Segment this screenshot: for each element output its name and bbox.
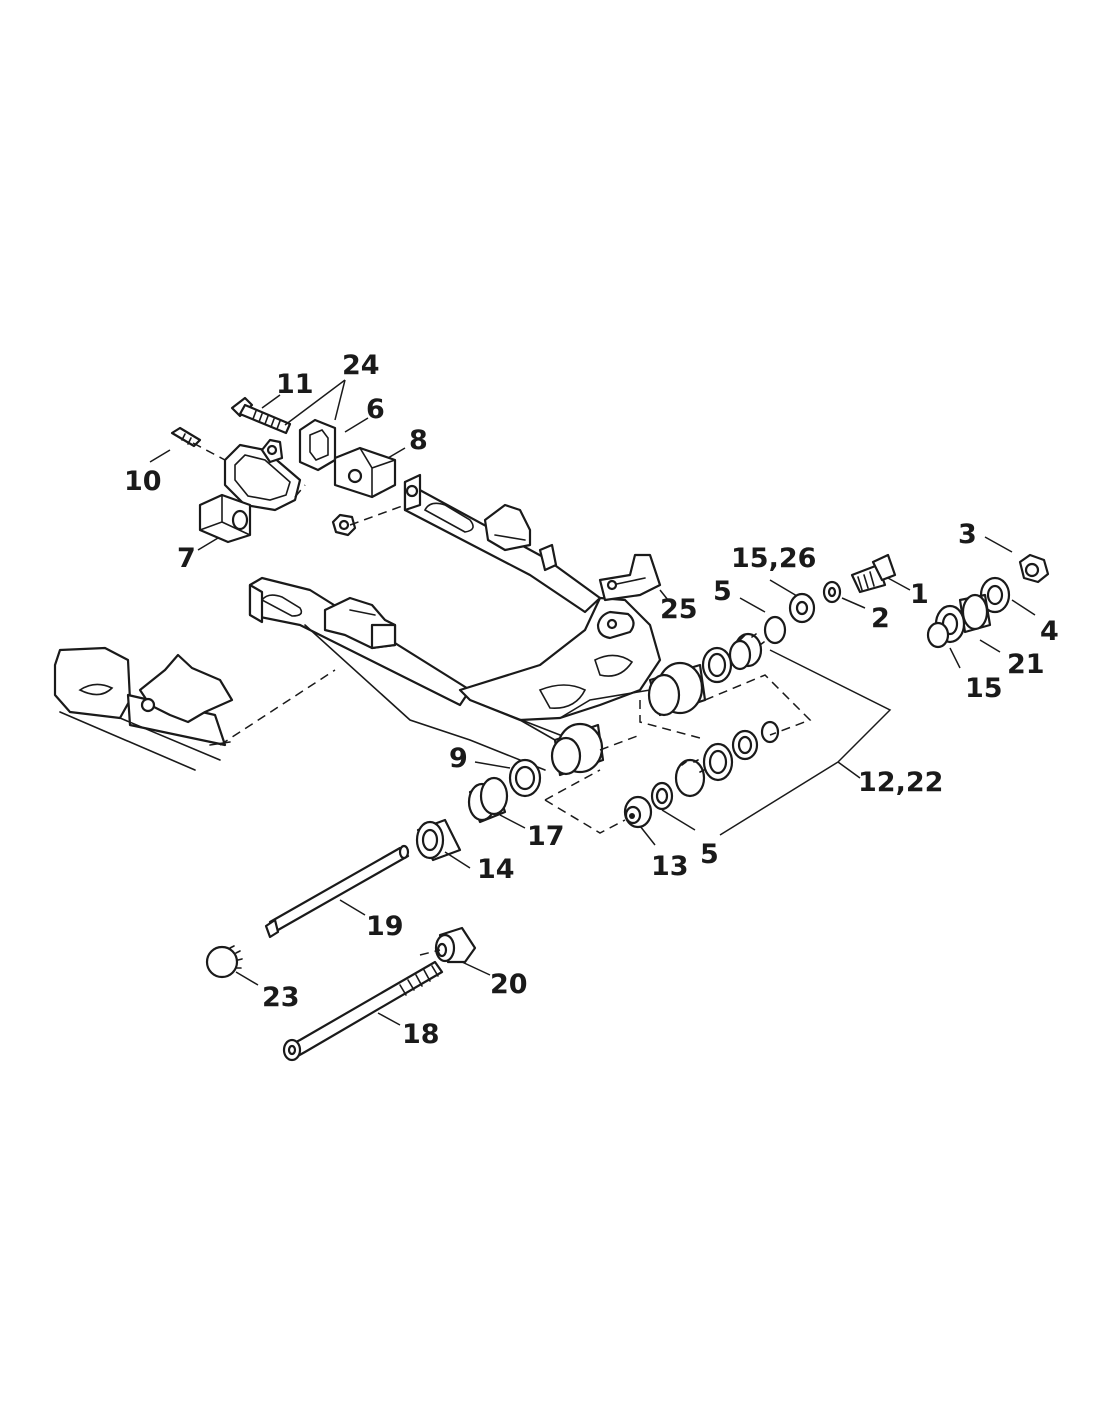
callout-23: 23 <box>262 982 300 1013</box>
callout-17: 17 <box>527 821 565 852</box>
callout-19: 19 <box>366 911 404 942</box>
callout-15-26: 15,26 <box>731 543 816 574</box>
callout-8: 8 <box>409 425 428 456</box>
bracket-25 <box>596 553 662 640</box>
assembly-lines <box>192 442 812 956</box>
leader-lines <box>149 379 1036 1026</box>
callout-11: 11 <box>276 369 314 400</box>
swingarm <box>248 473 707 777</box>
callout-2: 2 <box>871 603 890 634</box>
axle-hardware-right <box>788 553 1050 649</box>
pivot-bolt-18 <box>282 960 444 1062</box>
cap-23 <box>205 945 243 979</box>
callout-21: 21 <box>1007 649 1045 680</box>
pivot-bearings <box>508 615 787 829</box>
callout-5-lower: 5 <box>700 839 719 870</box>
callout-4: 4 <box>1040 616 1059 647</box>
callout-7: 7 <box>177 543 196 574</box>
nut-20 <box>434 926 477 964</box>
callout-5-upper: 5 <box>713 576 732 607</box>
callout-20: 20 <box>490 969 528 1000</box>
callout-1: 1 <box>910 579 929 610</box>
callouts: 1 2 3 4 5 5 6 7 8 9 10 11 12,22 13 14 15… <box>124 350 1059 1050</box>
callout-15: 15 <box>965 673 1003 704</box>
callout-18: 18 <box>402 1019 440 1050</box>
pivot-shaft-19 <box>264 844 410 939</box>
callout-25: 25 <box>660 594 698 625</box>
callout-24: 24 <box>342 350 380 381</box>
callout-13: 13 <box>651 851 689 882</box>
callout-9: 9 <box>449 743 468 774</box>
callout-3: 3 <box>958 519 977 550</box>
bushings <box>415 776 509 862</box>
callout-14: 14 <box>477 854 515 885</box>
frame-section <box>53 646 234 771</box>
callout-12-22: 12,22 <box>858 767 943 798</box>
callout-6: 6 <box>366 394 385 425</box>
callout-10: 10 <box>124 466 162 497</box>
adjuster-group <box>170 396 397 544</box>
